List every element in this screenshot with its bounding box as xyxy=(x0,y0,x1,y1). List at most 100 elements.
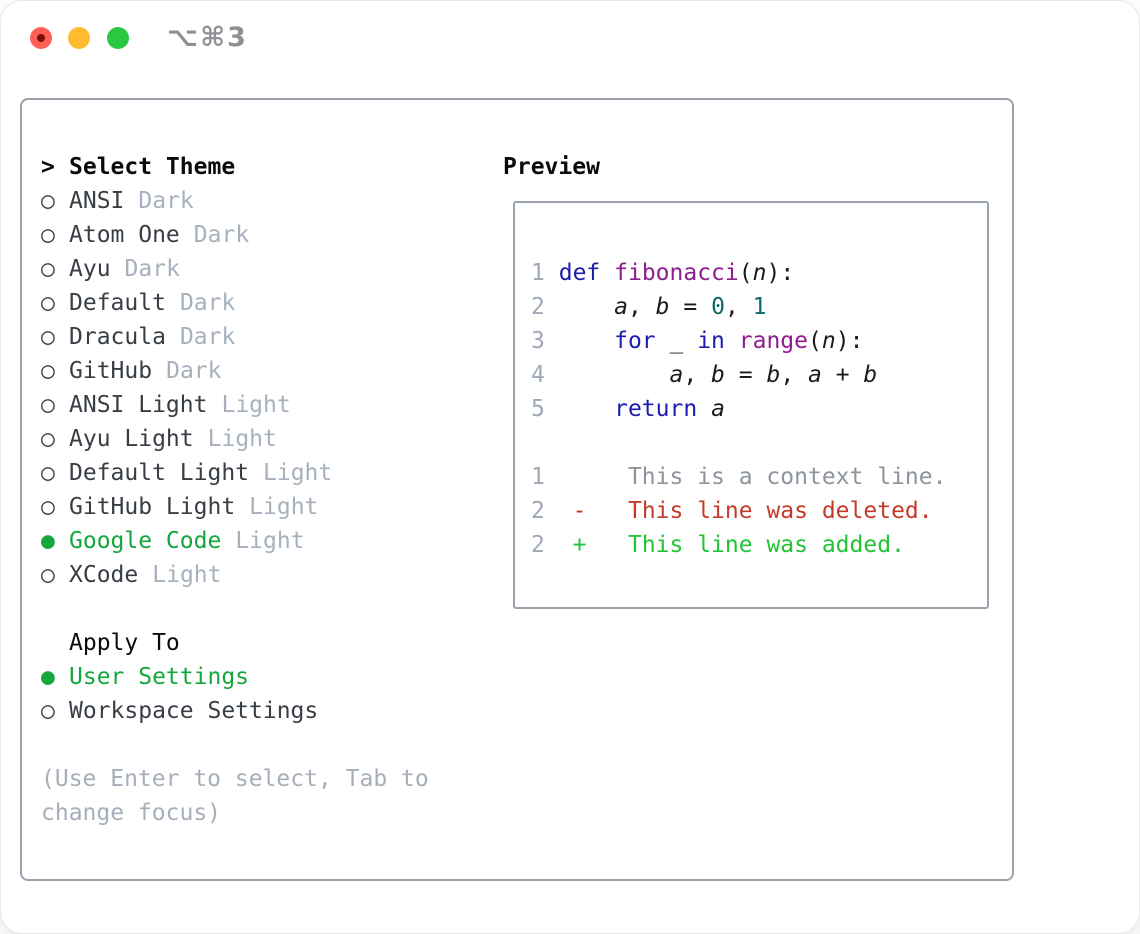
code-token: n xyxy=(821,328,836,354)
code-token: This is a context line. xyxy=(627,464,947,490)
code-token xyxy=(545,464,628,490)
minimize-button[interactable] xyxy=(68,27,90,49)
theme-item-label: GitHub Light xyxy=(69,494,236,520)
code-token: - xyxy=(572,498,587,524)
code-token: b xyxy=(711,362,725,388)
code-token: + xyxy=(572,532,587,558)
code-token: a xyxy=(711,396,725,422)
code-token: fibonacci xyxy=(614,260,739,286)
line-number: 4 xyxy=(531,362,545,388)
radio-circle-icon: ○ xyxy=(41,324,55,350)
spacer-row xyxy=(41,728,429,762)
code-token: = xyxy=(724,362,767,388)
code-token xyxy=(600,260,614,286)
code-token xyxy=(586,532,628,558)
theme-item-label: Ayu xyxy=(69,256,111,282)
theme-variant-label: Dark xyxy=(179,290,236,316)
code-line-3: 3 for _ in range(n): xyxy=(531,324,946,358)
code-token: ): xyxy=(766,260,795,286)
window-title: ⌥⌘3 xyxy=(167,22,248,53)
theme-list-title: Select Theme xyxy=(69,154,236,180)
hint-line-2: change focus) xyxy=(41,800,222,826)
selected-dot-icon: ● xyxy=(41,664,55,690)
theme-variant-label: Dark xyxy=(179,324,236,350)
radio-circle-icon: ○ xyxy=(41,698,55,724)
code-line-9: 2 + This line was added. xyxy=(531,528,946,562)
code-token xyxy=(697,396,711,422)
zoom-button[interactable] xyxy=(107,27,129,49)
radio-circle-icon: ○ xyxy=(41,426,55,452)
code-token: _ xyxy=(655,328,698,354)
radio-circle-icon: ○ xyxy=(41,460,55,486)
radio-circle-icon: ○ xyxy=(41,358,55,384)
apply-to-title: Apply To xyxy=(69,630,180,656)
code-token xyxy=(545,260,559,286)
titlebar: ⌥⌘3 xyxy=(1,1,1139,75)
theme-item-label: Dracula xyxy=(69,324,166,350)
theme-variant-label: Dark xyxy=(193,222,250,248)
theme-variant-label: Light xyxy=(263,460,333,486)
line-number: 1 xyxy=(531,260,545,286)
code-line-7: 1 This is a context line. xyxy=(531,460,946,494)
apply-option-label: Workspace Settings xyxy=(69,698,319,724)
code-token: b xyxy=(863,362,878,388)
code-blank-line xyxy=(531,426,946,460)
line-number: 2 xyxy=(531,532,545,558)
code-line-5: 5 return a xyxy=(531,392,946,426)
code-token: ( xyxy=(738,260,753,286)
code-token: 1 xyxy=(752,294,767,320)
theme-item-dracula[interactable]: ○ Dracula Dark xyxy=(41,320,429,354)
line-number: 3 xyxy=(531,328,545,354)
theme-item-label: XCode xyxy=(69,562,139,588)
code-token xyxy=(545,396,614,422)
theme-item-google-code[interactable]: ● Google Code Light xyxy=(41,524,429,558)
theme-variant-label: Dark xyxy=(138,188,194,214)
theme-item-label: GitHub xyxy=(69,358,153,384)
theme-variant-label: Light xyxy=(152,562,222,588)
line-number: 5 xyxy=(531,396,545,422)
selected-dot-icon: ● xyxy=(41,528,55,554)
theme-variant-label: Light xyxy=(235,528,305,554)
code-line-4: 4 a, b = b, a + b xyxy=(531,358,946,392)
close-button[interactable] xyxy=(30,27,52,49)
code-token: This line was deleted. xyxy=(627,498,933,524)
code-token: , xyxy=(724,294,753,320)
code-token: a xyxy=(669,362,684,388)
theme-list-header: >Select Theme xyxy=(41,150,429,184)
code-token: ( xyxy=(808,328,822,354)
theme-item-label: Google Code xyxy=(69,528,222,554)
code-token: def xyxy=(558,260,601,286)
code-token: , xyxy=(780,362,809,388)
code-token: b xyxy=(766,362,781,388)
line-number: 1 xyxy=(531,464,545,490)
code-line-2: 2 a, b = 0, 1 xyxy=(531,290,946,324)
radio-circle-icon: ○ xyxy=(41,392,55,418)
line-number: 2 xyxy=(531,498,545,524)
theme-variant-label: Dark xyxy=(124,256,180,282)
theme-variant-label: Light xyxy=(249,494,319,520)
radio-circle-icon: ○ xyxy=(41,222,55,248)
code-token: b xyxy=(655,294,670,320)
code-token: a xyxy=(614,294,628,320)
code-token xyxy=(725,328,739,354)
code-token xyxy=(545,498,573,524)
code-token xyxy=(545,532,573,558)
theme-variant-label: Light xyxy=(221,392,291,418)
code-token xyxy=(545,294,614,320)
apply-option-workspace-settings[interactable]: ○ Workspace Settings xyxy=(41,694,429,728)
code-line-1: 1 def fibonacci(n): xyxy=(531,256,946,290)
apply-option-user-settings[interactable]: ●User Settings xyxy=(41,660,429,694)
